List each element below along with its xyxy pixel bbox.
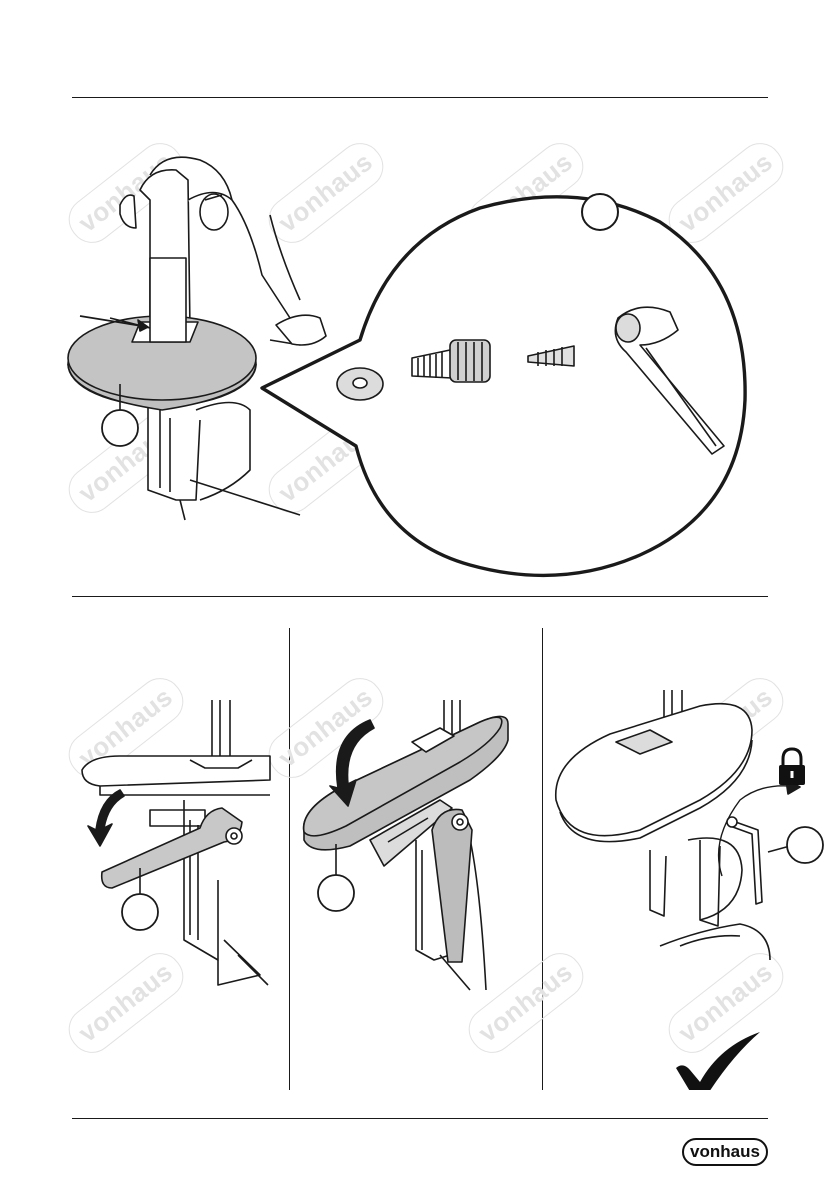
step-lever-illustration: [72, 628, 288, 1090]
table-assembly-illustration: [0, 98, 840, 595]
checkmark-icon: [676, 1032, 760, 1090]
middle-rule: [72, 596, 768, 597]
step-tilt-illustration: [290, 628, 542, 1090]
brand-logo: vonhaus: [682, 1138, 768, 1166]
padlock-icon: [779, 749, 805, 785]
bottom-rule: [72, 1118, 768, 1119]
step-lock-illustration: [543, 628, 840, 1090]
